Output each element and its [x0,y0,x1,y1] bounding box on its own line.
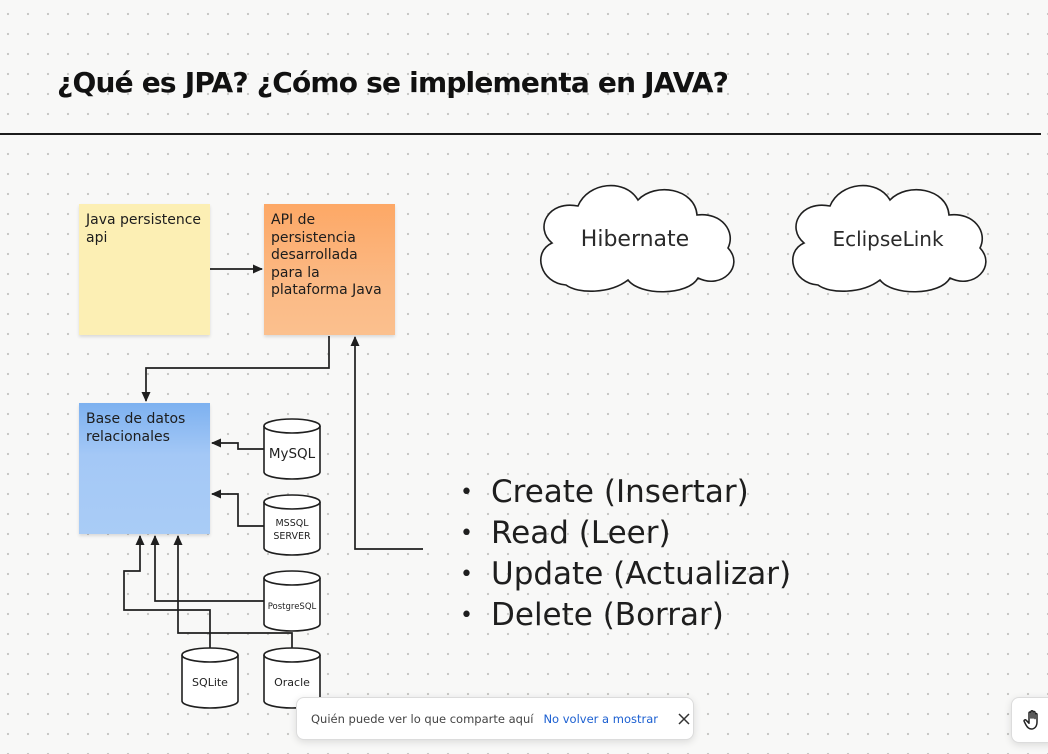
cloud-label-hibernate: Hibernate [581,227,689,252]
db-label-mssql-line1: MSSQL [275,518,309,529]
db-label-oracle: Oracle [274,676,310,689]
crud-item-label: Update (Actualizar) [491,556,792,592]
arrow-crud-to-api [350,336,423,550]
bullet-icon: • [460,480,473,505]
hand-icon [1023,710,1038,730]
db-label-sqlite: SQLite [192,676,228,689]
toast-close-button[interactable] [678,710,690,728]
db-cylinder-mssql: MSSQL SERVER [263,494,321,556]
crud-list[interactable]: • Create (Insertar) • Read (Leer) • Update … [460,472,791,636]
hand-tool-button[interactable] [1011,697,1048,743]
db-label-mssql-line2: SERVER [273,531,311,542]
sticky-note-jpa[interactable]: Java persistence api [79,204,210,335]
db-cylinder-sqlite: SQLite [181,647,239,709]
crud-item-label: Read (Leer) [491,515,671,551]
db-cylinder-postgres: PostgreSQL [263,570,321,632]
cloud-hibernate: Hibernate [540,184,735,293]
toast-message: Quién puede ver lo que comparte aquí [311,711,534,726]
dismiss-forever-link[interactable]: No volver a mostrar [543,711,658,726]
crud-item-label: Delete (Borrar) [491,597,724,633]
crud-item-update: • Update (Actualizar) [460,554,791,595]
db-label-postgres: PostgreSQL [268,602,317,612]
db-cylinder-oracle: Oracle [263,647,321,709]
slide-title: ¿Qué es JPA? ¿Cómo se implementa en JAVA… [57,66,729,99]
sticky-note-api[interactable]: API de persistencia desarrollada para la… [264,204,395,335]
arrow-oracle-to-db [173,535,293,650]
db-cylinder-mysql: MySQL [263,418,321,480]
arrow-sqlite-to-db [123,535,211,650]
arrow-mysql-to-db [211,438,264,450]
close-icon [678,712,690,725]
bullet-icon: • [460,603,473,628]
share-visibility-toast: Quién puede ver lo que comparte aquí No … [296,697,694,740]
bullet-icon: • [460,562,473,587]
crud-item-label: Create (Insertar) [491,474,749,510]
crud-item-delete: • Delete (Borrar) [460,595,791,636]
arrow-mssql-to-db [211,489,264,527]
arrow-postgres-to-db [150,535,264,602]
title-divider [0,133,1041,135]
arrow-api-to-db [141,336,330,402]
crud-item-create: • Create (Insertar) [460,472,791,513]
bullet-icon: • [460,521,473,546]
cloud-label-eclipselink: EclipseLink [832,227,944,251]
sticky-note-db[interactable]: Base de datos relacionales [79,403,210,534]
cloud-eclipselink: EclipseLink [792,184,987,293]
db-label-mysql: MySQL [269,446,316,462]
crud-item-read: • Read (Leer) [460,513,791,554]
